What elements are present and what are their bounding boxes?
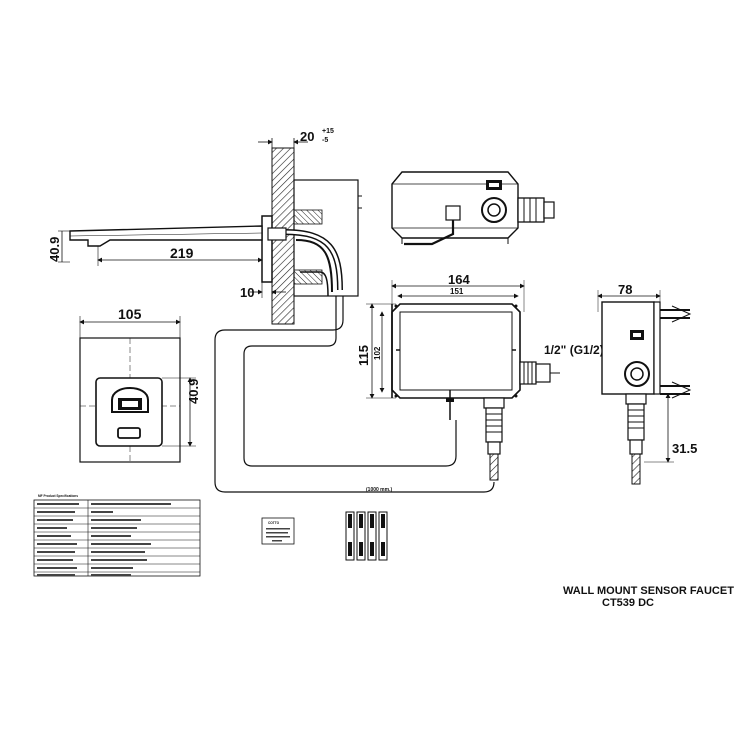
control-box-side bbox=[391, 171, 555, 246]
drawing-title-line1: WALL MOUNT SENSOR FAUCET bbox=[563, 585, 734, 597]
spec-table-header: MF Product Specifications bbox=[38, 494, 78, 498]
box-inner-width-label: 151 bbox=[450, 287, 464, 296]
spout-height-label: 40.9 bbox=[47, 237, 62, 262]
box-inner-height-label: 102 bbox=[373, 346, 382, 360]
label-card-title: COTTO bbox=[268, 521, 280, 525]
batteries bbox=[345, 511, 388, 561]
side-view: 20 +15 -5 40.9 219 10 bbox=[47, 128, 362, 325]
spout-length-label: 219 bbox=[170, 245, 194, 261]
spec-table: MF Product Specifications bbox=[33, 494, 201, 577]
fitting-height-label: 31.5 bbox=[672, 441, 697, 456]
hose-length-label: (1000 mm.) bbox=[366, 487, 392, 493]
plate-width-label: 105 bbox=[118, 306, 142, 322]
box-width-label: 164 bbox=[448, 272, 470, 287]
wall-tolerance-plus: +15 bbox=[322, 128, 334, 135]
hose-outer bbox=[214, 296, 495, 493]
wall-thickness-label: 20 bbox=[300, 129, 314, 144]
wall-tolerance-minus: -5 bbox=[322, 137, 328, 144]
drawing-title-line2: CT539 DC bbox=[602, 597, 654, 609]
faceplate-side bbox=[261, 215, 273, 283]
thread-size-label: 1/2" (G1/2) bbox=[544, 343, 604, 357]
spout bbox=[69, 225, 263, 247]
label-card: COTTO bbox=[261, 517, 295, 545]
box-depth-label: 78 bbox=[618, 282, 632, 297]
inwall-box bbox=[293, 179, 359, 297]
box-height-label: 115 bbox=[356, 345, 371, 366]
box-side-view: 78 31.5 bbox=[597, 282, 697, 485]
plate-offset-label: 10 bbox=[240, 285, 254, 300]
plate-height-label: 40.9 bbox=[186, 379, 201, 404]
front-view: 105 40.9 bbox=[79, 306, 201, 463]
hose-inner bbox=[243, 296, 457, 467]
control-box-front: 164 151 115 102 1/2" (G1/2) bbox=[356, 272, 604, 481]
